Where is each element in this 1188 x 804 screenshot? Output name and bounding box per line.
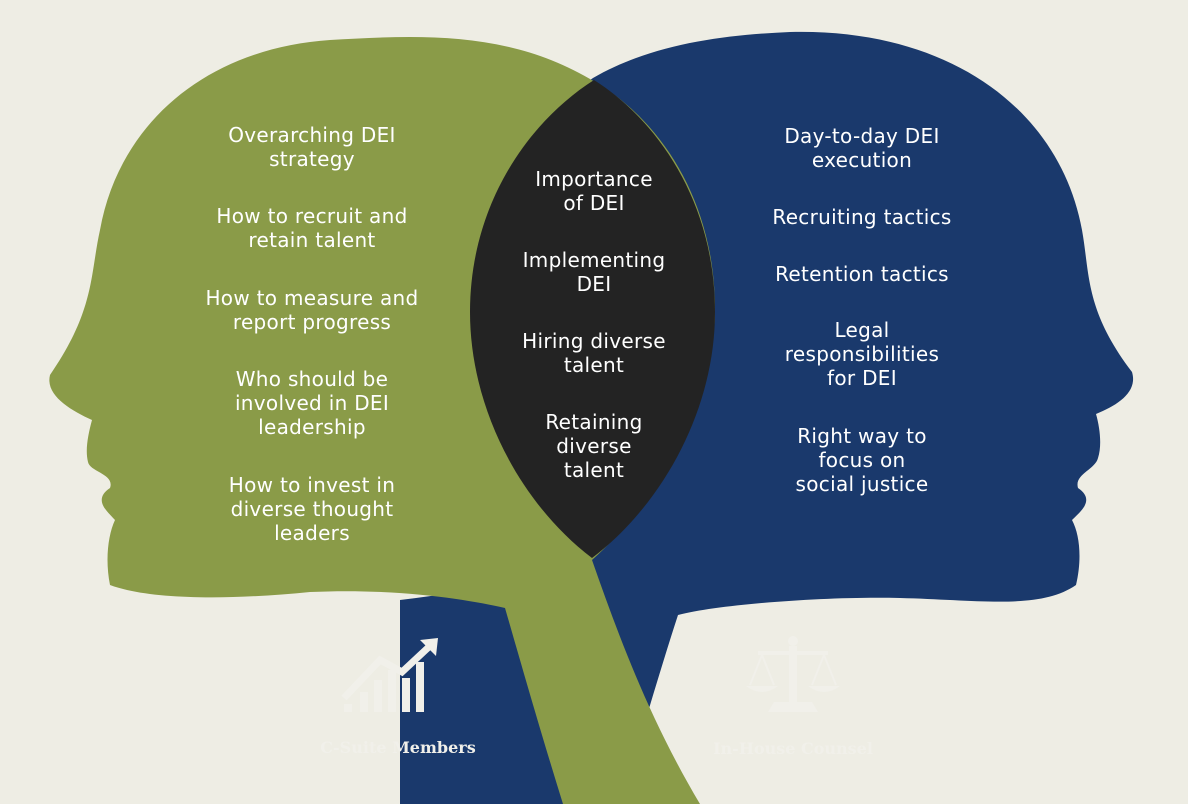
right-topic-3: Retention tactics bbox=[775, 262, 949, 286]
scales-of-justice-icon bbox=[746, 636, 840, 712]
shared-topic-3: Hiring diverse talent bbox=[522, 329, 666, 377]
right-caption: In-House Counsel bbox=[713, 739, 873, 758]
left-topic-3: How to measure and report progress bbox=[205, 286, 419, 334]
left-topic-2: How to recruit and retain talent bbox=[216, 204, 408, 252]
left-caption: C-Suite Members bbox=[320, 738, 476, 757]
shared-topic-4: Retaining diverse talent bbox=[545, 410, 643, 482]
overlap-lens bbox=[470, 80, 715, 558]
right-topic-4: Legal responsibilities for DEI bbox=[784, 318, 940, 390]
right-topic-5: Right way to focus on social justice bbox=[795, 424, 929, 496]
left-topic-1: Overarching DEI strategy bbox=[228, 123, 396, 171]
right-topic-1: Day-to-day DEI execution bbox=[784, 124, 940, 172]
left-topic-5: How to invest in diverse thought leaders bbox=[228, 473, 396, 545]
left-topics: Overarching DEI strategy How to recruit … bbox=[172, 0, 452, 804]
growth-chart-icon bbox=[341, 638, 438, 712]
shared-topic-1: Importance of DEI bbox=[535, 167, 653, 215]
shared-topic-2: Implementing DEI bbox=[522, 248, 666, 296]
left-topic-4: Who should be involved in DEI leadership bbox=[234, 367, 390, 439]
shared-topics: Importance of DEI Implementing DEI Hirin… bbox=[494, 0, 694, 804]
right-topics: Day-to-day DEI execution Recruiting tact… bbox=[722, 0, 1002, 804]
right-topic-2: Recruiting tactics bbox=[772, 205, 952, 229]
